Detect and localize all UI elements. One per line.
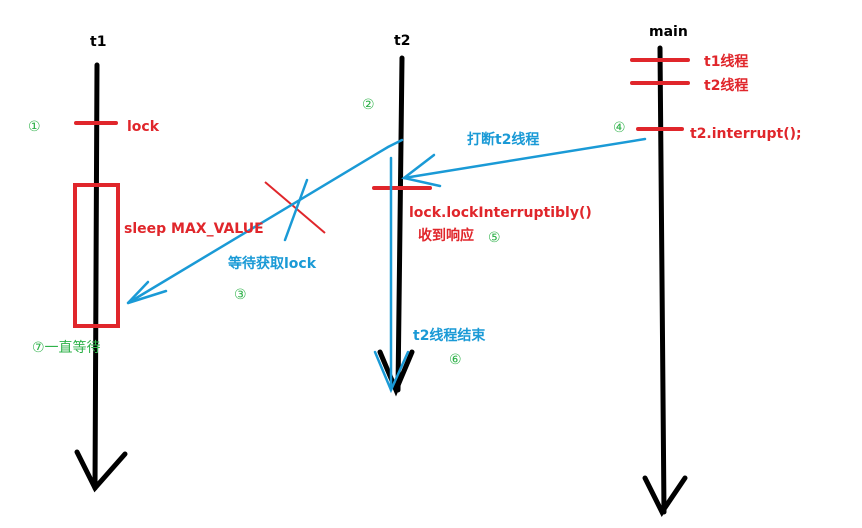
step-4: ④ [613, 120, 626, 136]
step-6: ⑥ [449, 352, 462, 368]
main-title: main [649, 24, 688, 40]
t1-title: t1 [90, 34, 106, 50]
t1-lock-label: lock [127, 119, 160, 135]
t2-response-label: 收到响应 [418, 227, 474, 244]
main-interrupt-label: t2.interrupt(); [690, 126, 802, 142]
blocked-cross-mark [264, 181, 326, 234]
main-t2-thread-label: t2线程 [704, 77, 748, 94]
main-t1-thread-label: t1线程 [704, 53, 748, 70]
interrupt-arrow-head [401, 153, 442, 188]
interrupt-t2-label: 打断t2线程 [467, 131, 539, 148]
t1-wait-forever-label: ⑦一直等待 [32, 339, 101, 356]
t2-lockinterruptibly-label: lock.lockInterruptibly() [409, 205, 592, 221]
blocked-cross-stroke [283, 178, 309, 242]
t1-sleep-label: sleep MAX_VALUE [124, 221, 264, 237]
t1-sleep-box [73, 183, 120, 328]
t2-lifeline [377, 55, 415, 397]
waiting-lock-arrow [126, 138, 404, 305]
t2-title: t2 [394, 33, 410, 49]
t2-end-label: t2线程结束 [413, 327, 486, 344]
waiting-lock-label: 等待获取lock [228, 255, 317, 272]
t2-end-arrow-head [373, 350, 410, 394]
t1-lifeline [74, 62, 128, 493]
step-1: ① [28, 119, 41, 135]
main-lifeline [642, 45, 688, 517]
waiting-lock-arrow-head [127, 280, 168, 305]
step-5: ⑤ [488, 230, 501, 246]
step-3: ③ [234, 287, 247, 303]
interrupt-arrow [402, 137, 647, 180]
step-2: ② [362, 97, 375, 113]
